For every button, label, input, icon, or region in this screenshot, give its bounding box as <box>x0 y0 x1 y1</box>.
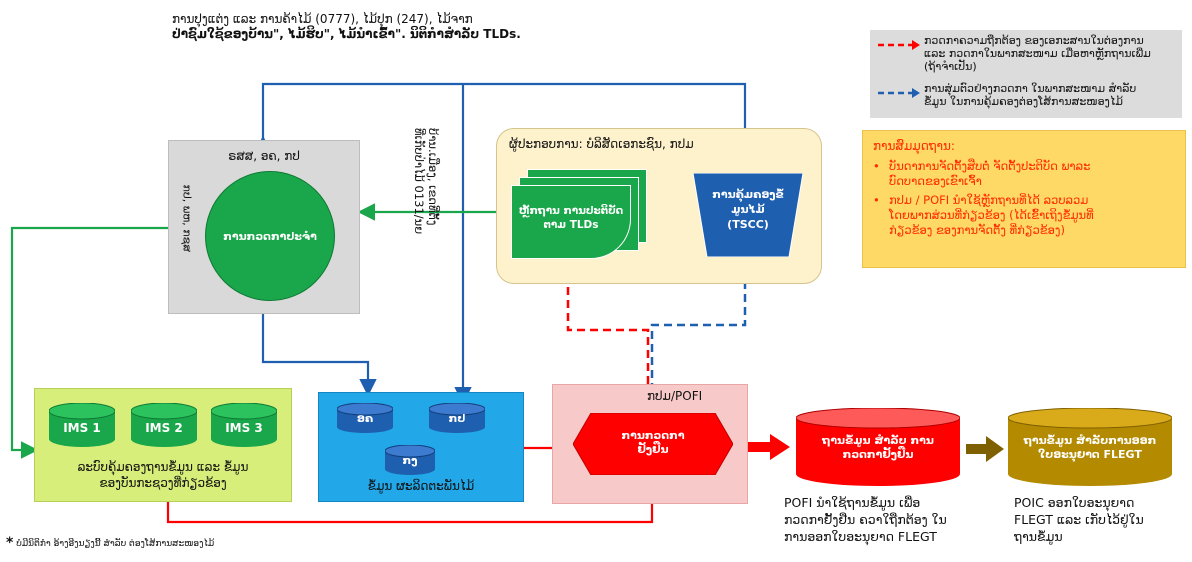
legend-blue-line1: ການສຸ່ມຕົວຢ່າງກວດກາ ໃນພາກສະໜາມ ສຳລັບ <box>924 82 1137 95</box>
assumptions-list: • ບັນດາການຈັດຕັ້ງສືບຕໍ່ ຈັດຕັ້ງປະຕິບັດ ພ… <box>873 159 1179 238</box>
pofi-caption-line1: POFI ນຳໃຊ້ຖານຂໍ້ມູນ ເພື່ອ <box>784 495 921 510</box>
verification-hex-label: ການກວດກາ ຢັ້ງຢືນ <box>573 429 733 457</box>
poic-caption-line3: ຖານຂໍ້ມູນ <box>1014 529 1063 544</box>
ims2-database-icon: IMS 2 <box>130 402 198 447</box>
flegt-license-database-icon: ຖານຂໍ້ມູນ ສຳລັບການອອກ ໃບອະນຸຍາດ FLEGT <box>1007 407 1173 486</box>
legend-red-line1: ກວດກາຄວາມຖືກຕ້ອງ ຂອງເອກະສານໃນຕ່ອງການ <box>924 34 1144 47</box>
agencies-title: ຣສສ, ອຄ, ກປ <box>228 149 300 163</box>
footnote-star: * <box>6 535 14 551</box>
legend-box: ກວດກາຄວາມຖືກຕ້ອງ ຂອງເອກະສານໃນຕ່ອງການ ແລະ… <box>870 30 1182 118</box>
legend-blue-line2: ຂໍ້ມູນ ໃນການຄຸ້ມຄອງຕ່ອງໂສ້ການສະໜອງໄມ້ <box>924 95 1123 108</box>
legend-blue-text: ການສຸ່ມຕົວຢ່າງກວດກາ ໃນພາກສະໜາມ ສຳລັບ ຂໍ້… <box>924 82 1180 108</box>
blue-gray-to-cyan <box>261 312 377 397</box>
ministry-label-line2: ຂອງບັນກະຊວງທີ່ກ່ຽວຂ້ອງ <box>99 476 227 490</box>
bullet-icon: • <box>873 193 880 207</box>
verification-db-line2: ກວດກາຢັ້ງຢືນ <box>842 448 914 461</box>
tscc-line1: ການຄຸ້ມຄອງຂໍ້ <box>712 188 784 201</box>
bullet-icon: • <box>873 159 880 173</box>
kp-db-label: ກປ <box>448 412 466 425</box>
kng-db-label: ກງ <box>402 454 418 467</box>
top-note: ການປຸງແຕ່ງ ແລະ ການຄ້າໄມ້ (0777), ໄມ້ປຸກ … <box>172 12 592 42</box>
legend-red-line3: (ຖ້າຈຳເປັນ) <box>924 60 977 73</box>
pofi-caption: POFI ນຳໃຊ້ຖານຂໍ້ມູນ ເພື່ອ ກວດກາຢັ້ງຢືນ ຄ… <box>784 494 998 545</box>
verification-hex-line1: ການກວດກາ <box>621 429 685 442</box>
legend-blue-dash-icon <box>878 88 920 98</box>
verification-db-label: ຖານຂໍ້ມູນ ສຳລັບ ການ ກວດກາຢັ້ງຢືນ <box>796 434 960 462</box>
tscc-line3: (TSCC) <box>727 218 769 231</box>
pofi-caption-line2: ກວດກາຢັ້ງຢືນ ຄວາໃຖືກຕ້ອງ ໃນ <box>784 512 947 527</box>
legend-red-line2: ແລະ ກວດກາໃນພາກສະໜາມ ເມື່ອຫາຫຼັກຖານເພີ່ມ <box>924 47 1151 60</box>
top-note-line2: ປ່າຊົມໃຊ້ຂອງບ້ານ", ໄມ້ຮິບ", ໄມ້ນຳເຂົ້າ".… <box>172 27 521 41</box>
kng-database-icon: ກງ <box>384 444 436 475</box>
red-dashed-docs-to-pink <box>566 248 658 407</box>
footnote: * ບໍມີນິຕິກຳ ອ້າງອີງນຽງນີ້ ສຳລັບ ຕ່ອງໂສ້… <box>6 536 426 552</box>
assumption-1-line2: ບົດບາດຂອງເຂົາເຈົ້າ <box>889 174 982 188</box>
timber-product-data-box: ອຄ ກປ ກງ ຂໍ້ມູນ ຜະລິດຕະພັນໄມ້ <box>318 392 524 502</box>
ministry-label-line1: ລະບົບຄຸ້ມຄອງຖານຂໍ້ມູນ ແລະ ຂໍ້ມູນ <box>77 460 249 474</box>
docs-label-line2: ຕາມ TLDs <box>543 219 599 231</box>
assumption-2: • ກປມ / POFI ນຳໃຊ້ຫຼັກຖານທີ່ໄດ້ ລວບລວມໂດ… <box>873 193 1179 238</box>
ak-db-label: ອຄ <box>356 412 374 425</box>
tscc-label: ການຄຸ້ມຄອງຂໍ້ ມູນໄມ້ (TSCC) <box>693 187 803 232</box>
vertical-note-line1: ບ້ານ.ເມືອງ, ເຂດທີ່ຕັ້ງ <box>426 128 440 226</box>
ims3-label: IMS 3 <box>225 421 263 435</box>
agencies-side-label: ກປ, ພຫ, ກຊສ <box>180 184 194 252</box>
pofi-caption-line3: ການອອກໃບອະນຸຍາດ FLEGT <box>784 529 937 544</box>
ims2-label: IMS 2 <box>145 421 183 435</box>
red-thick-arrow <box>738 434 790 460</box>
verification-database-icon: ຖານຂໍ້ມູນ ສຳລັບ ການ ກວດກາຢັ້ງຢືນ <box>795 407 961 486</box>
assumption-1-line1: ບັນດາການຈັດຕັ້ງສືບຕໍ່ ຈັດຕັ້ງປະຕິບັດ ພາລ… <box>889 159 1091 173</box>
blue-dashed-tscc-to-pink <box>642 255 747 407</box>
vertical-note: ບ້ານ.ເມືອງ, ເຂດທີ່ຕັ້ງ ທີ່ເກັບປ່າໄມ້ 013… <box>412 128 440 268</box>
flegt-db-line1: ຖານຂໍ້ມູນ ສຳລັບການອອກ <box>1023 434 1157 447</box>
ims1-label: IMS 1 <box>63 421 101 435</box>
routine-inspection-label: ການກວດກາປະຈຳ <box>223 229 317 243</box>
verification-db-line1: ຖານຂໍ້ມູນ ສຳລັບ ການ <box>822 434 934 447</box>
olive-thick-arrow <box>966 436 1004 462</box>
assumption-2-line2: ໂດຍພາກສ່ວນທີ່ກ່ຽວຂ້ອງ (ໄດ້ເຂົ້າເຖິງຂໍ້ມູ… <box>889 208 1094 222</box>
tscc-line2: ມູນໄມ້ <box>731 203 765 216</box>
vertical-note-line2: ທີ່ເກັບປ່າໄມ້ 0131/ນຍ <box>412 128 426 235</box>
assumption-2-line3: ກ່ຽວຂ້ອງ ຂອງການຈັດຕັ້ງ ທີ່ກ່ຽວຂ້ອງ) <box>889 223 1065 237</box>
top-note-line1: ການປຸງແຕ່ງ ແລະ ການຄ້າໄມ້ (0777), ໄມ້ປຸກ … <box>172 12 473 26</box>
legend-red-dash-icon <box>878 40 920 50</box>
ministry-databases-box: IMS 1 IMS 2 IMS 3 ລະບົບຄຸ້ມຄອງຖານຂໍ້ມູນ … <box>34 388 292 502</box>
operators-title: ຜູ້ປະກອບການ: ບໍລິສັດເອກະຊົນ, ກປມ <box>509 137 694 151</box>
flegt-db-line2: ໃບອະນຸຍາດ FLEGT <box>1038 448 1142 461</box>
assumptions-box: ການສົມມຸດຖານ: • ບັນດາການຈັດຕັ້ງສືບຕໍ່ ຈັ… <box>862 130 1186 268</box>
timber-product-data-label: ຂໍ້ມູນ ຜະລິດຕະພັນໄມ້ <box>367 479 475 493</box>
verification-hex-line2: ຢັ້ງຢືນ <box>637 443 669 456</box>
ak-database-icon: ອຄ <box>336 402 394 433</box>
routine-inspection-circle: ການກວດກາປະຈຳ <box>205 171 335 301</box>
poic-caption: POIC ອອກໃບອະນຸຍາດ FLEGT ແລະ ເກັບໄວ້ຢູ່ໃນ… <box>1014 494 1184 545</box>
docs-label-line1: ຫຼັກຖານ ການປະຕິບັດ <box>518 205 624 217</box>
operators-box: ຜູ້ປະກອບການ: ບໍລິສັດເອກະຊົນ, ກປມ ຫຼັກຖານ… <box>496 128 822 284</box>
assumption-1: • ບັນດາການຈັດຕັ້ງສືບຕໍ່ ຈັດຕັ້ງປະຕິບັດ ພ… <box>873 159 1179 189</box>
kp-database-icon: ກປ <box>428 402 486 433</box>
verification-hexagon <box>573 413 733 475</box>
ims1-database-icon: IMS 1 <box>48 402 116 447</box>
assumption-2-line1: ກປມ / POFI ນຳໃຊ້ຫຼັກຖານທີ່ໄດ້ ລວບລວມ <box>889 193 1089 207</box>
poic-caption-line1: POIC ອອກໃບອະນຸຍາດ <box>1014 495 1135 510</box>
verification-box: ກປມ/POFI ການກວດກາ ຢັ້ງຢືນ <box>552 384 748 504</box>
footnote-text: ບໍມີນິຕິກຳ ອ້າງອີງນຽງນີ້ ສຳລັບ ຕ່ອງໂສ້ກາ… <box>16 539 215 549</box>
green-gray-to-lime <box>10 226 168 459</box>
assumptions-title: ການສົມມຸດຖານ: <box>873 139 955 153</box>
flegt-db-label: ຖານຂໍ້ມູນ ສຳລັບການອອກ ໃບອະນຸຍາດ FLEGT <box>1008 434 1172 462</box>
tld-evidence-document-icon: ຫຼັກຖານ ການປະຕິບັດ ຕາມ TLDs <box>511 185 631 259</box>
legend-red-text: ກວດກາຄວາມຖືກຕ້ອງ ຂອງເອກະສານໃນຕ່ອງການ ແລະ… <box>924 34 1180 73</box>
inspection-agencies-box: ຣສສ, ອຄ, ກປ ກປ, ພຫ, ກຊສ ການກວດກາປະຈຳ <box>168 140 360 314</box>
poic-caption-line2: FLEGT ແລະ ເກັບໄວ້ຢູ່ໃນ <box>1014 512 1144 527</box>
tscc-shape <box>693 173 803 257</box>
ims3-database-icon: IMS 3 <box>210 402 278 447</box>
ministry-databases-label: ລະບົບຄຸ້ມຄອງຖານຂໍ້ມູນ ແລະ ຂໍ້ມູນ ຂອງບັນກ… <box>35 459 291 491</box>
verification-title: ກປມ/POFI <box>647 389 703 403</box>
